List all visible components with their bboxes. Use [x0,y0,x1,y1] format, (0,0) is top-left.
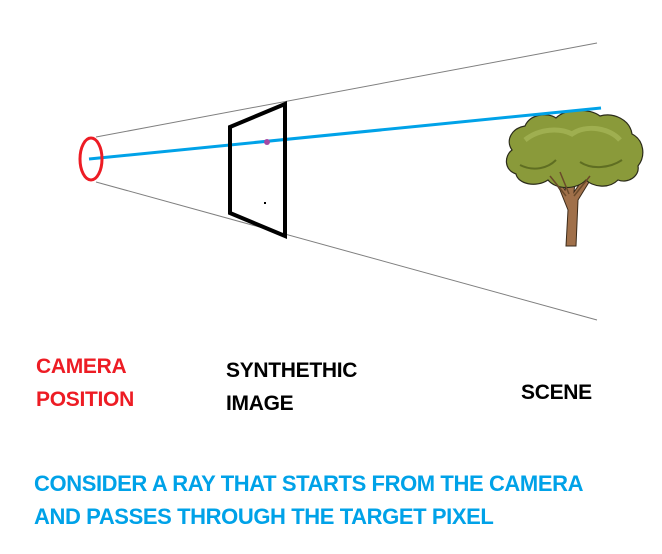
image-plane-icon [228,100,287,240]
camera-ellipse-icon [78,136,104,182]
image-label-line-2: IMAGE [226,392,294,415]
camera-label-line-1: CAMERA [36,355,127,378]
ray-line [88,106,602,161]
camera-position-label: CAMERA POSITION [36,350,134,416]
caption: CONSIDER A RAY THAT STARTS FROM THE CAME… [34,467,584,533]
frustum-top-line [95,42,598,138]
synthetic-image-label: SYNTHETHIC IMAGE [226,354,357,420]
frustum-bottom-line [95,181,598,321]
scene-label: SCENE [521,381,592,404]
caption-line-2: AND PASSES THROUGH THE TARGET PIXEL [34,504,494,529]
caption-line-1: CONSIDER A RAY THAT STARTS FROM THE CAME… [34,471,584,496]
image-label-line-1: SYNTHETHIC [226,359,358,382]
camera-label-line-2: POSITION [36,388,134,411]
tree-icon [505,109,644,247]
target-pixel-icon [264,139,270,145]
pixel-dot [264,202,266,204]
